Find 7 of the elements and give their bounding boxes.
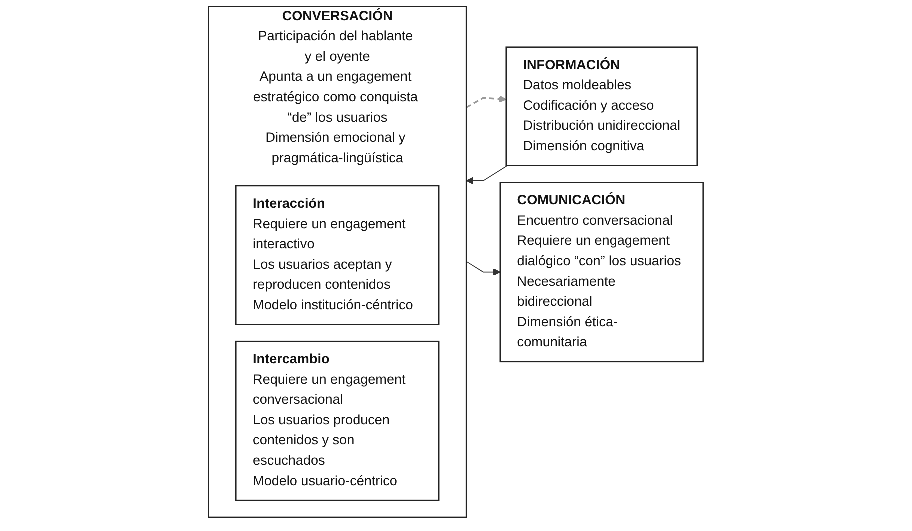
arrow — [466, 165, 508, 185]
node-box: Intercambio Requiere un engagement conversacional Los usuarios producen contenidos y son escuchados Modelo usuario-céntrico — [236, 340, 440, 502]
node-box: Interacción Requiere un engagement interactivo Los usuarios aceptan y reproducen contenidos Modelo institución-céntrico — [236, 185, 440, 326]
arrow — [466, 261, 501, 276]
node-box: COMUNICACIÓN Encuentro conversacional Requiere un engagement dialógico “con” los usuarios Necesariamente bidireccional Dimensión ética-comunitaria — [500, 182, 704, 363]
arrow — [466, 96, 507, 108]
node-box: INFORMACIÓN Datos moldeables Codificación y acceso Distribución unidireccional Dimensión cognitiva — [506, 46, 698, 166]
